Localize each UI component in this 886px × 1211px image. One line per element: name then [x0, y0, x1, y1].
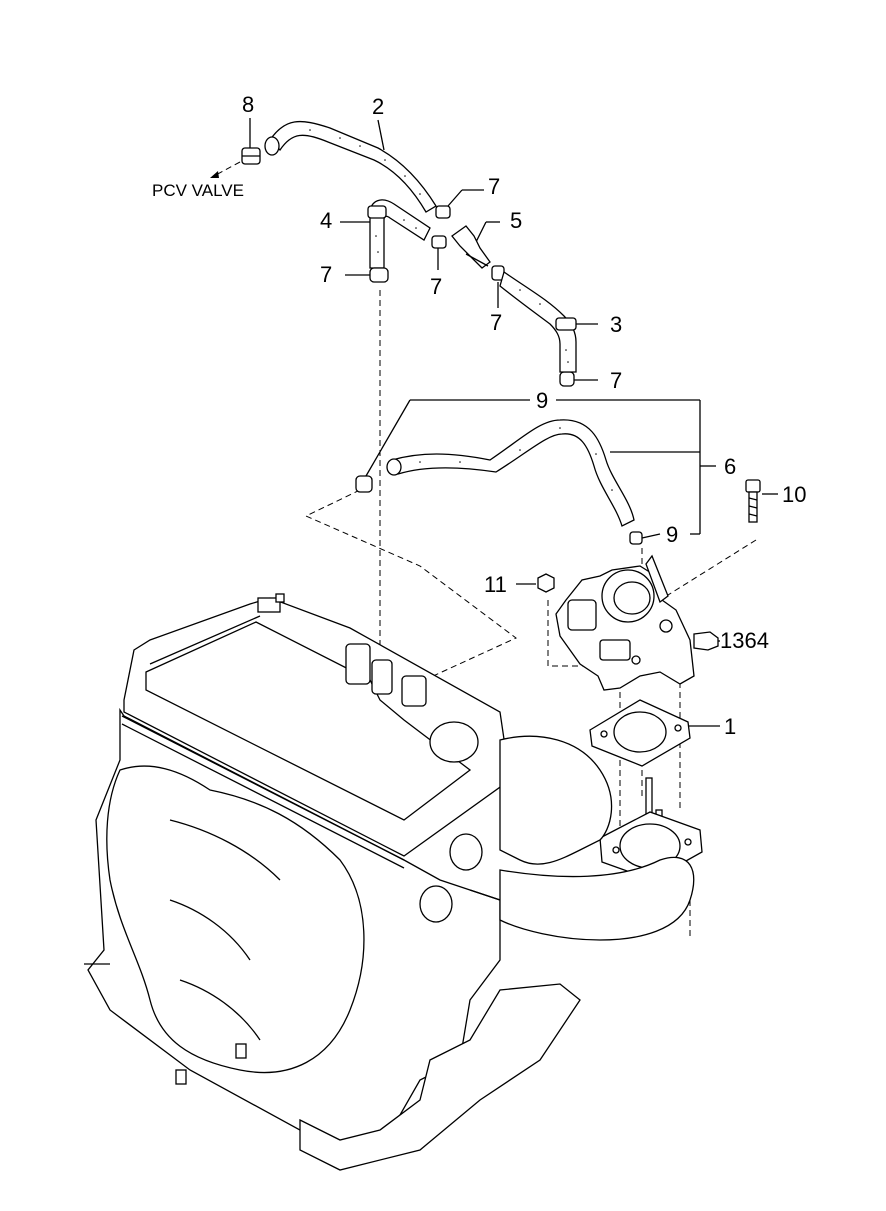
callout-2: 2	[372, 94, 384, 119]
labels: PCV VALVE 8 2 7 4 5 7 7 7 3 7 9 6 10 9 1…	[152, 92, 806, 739]
callout-7e: 7	[610, 368, 622, 393]
hose-6	[386, 419, 635, 527]
callout-1: 1	[724, 714, 736, 739]
callout-3: 3	[610, 312, 622, 337]
callout-6: 6	[724, 454, 736, 479]
hose-2	[264, 120, 437, 213]
callout-1364: 1364	[720, 628, 769, 653]
callout-7c: 7	[430, 274, 442, 299]
hose-3	[499, 270, 577, 373]
connector-5	[451, 225, 491, 269]
bolt-10	[745, 479, 761, 523]
callout-9b: 9	[666, 522, 678, 547]
callout-7d: 7	[490, 310, 502, 335]
callout-7a: 7	[488, 174, 500, 199]
clamps-7	[355, 205, 643, 545]
gasket-1	[589, 699, 691, 767]
callout-5: 5	[510, 208, 522, 233]
throttle-body	[555, 554, 695, 691]
leader-lines	[249, 118, 778, 727]
callout-9a: 9	[536, 388, 548, 413]
callout-11: 11	[484, 572, 507, 597]
clamp-8	[241, 147, 261, 165]
callout-4: 4	[320, 208, 332, 233]
assembly-dashed-lines	[304, 290, 757, 940]
callout-7b: 7	[320, 262, 332, 287]
callout-8: 8	[242, 92, 254, 117]
sensor-1364	[693, 631, 719, 651]
hose-4	[367, 199, 431, 269]
nut-11	[537, 573, 555, 593]
pcv-arrow	[210, 161, 241, 178]
engine	[84, 593, 695, 1171]
callout-10: 10	[782, 482, 806, 507]
pcv-valve-label: PCV VALVE	[152, 181, 244, 200]
